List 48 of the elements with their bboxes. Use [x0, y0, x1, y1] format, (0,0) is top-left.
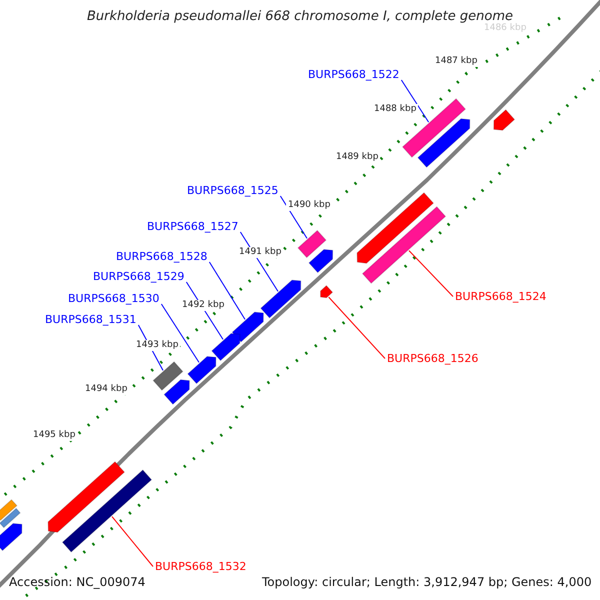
- tick-label: 1493 kbp: [134, 340, 180, 351]
- gene-label: BURPS668_1524: [455, 291, 546, 302]
- gene-label: BURPS668_1530: [68, 293, 160, 304]
- gene-bar: [308, 248, 334, 274]
- accession-label: Accession: NC_009074: [9, 576, 146, 588]
- gene-bar: [211, 332, 240, 362]
- gene-bar: [48, 461, 126, 533]
- gene-label: BURPS668_1529: [93, 271, 184, 282]
- gene-bar: [493, 109, 516, 131]
- tick-label: 1487 kbp: [433, 56, 480, 67]
- gene-label: BURPS668_1532: [155, 561, 246, 572]
- genome-info: Topology: circular; Length: 3,912,947 bp; Genes: 4,000: [262, 576, 592, 588]
- gene-label: BURPS668_1531: [45, 314, 136, 325]
- gene-label: BURPS668_1522: [308, 69, 400, 80]
- gene-bar: [0, 522, 22, 552]
- tick-label: 1491 kbp: [237, 247, 284, 258]
- title: Burkholderia pseudomallei 668 chromosome I, complete genome: [86, 10, 514, 23]
- gene-bar: [152, 361, 184, 391]
- gene-bar: [232, 312, 264, 343]
- tick-label: 1492 kbp: [180, 300, 226, 311]
- tick-label: 1495 kbp: [31, 430, 78, 441]
- gene-bar: [402, 98, 466, 158]
- leader-line: [400, 80, 430, 123]
- tick-label: 1489 kbp: [334, 152, 380, 163]
- gene-label: BURPS668_1526: [387, 353, 478, 364]
- gene-bar: [187, 356, 216, 384]
- leader-line: [280, 196, 308, 239]
- tick-label: 1490 kbp: [286, 200, 332, 211]
- gene-bar: [417, 118, 470, 168]
- gene-bar: [297, 230, 327, 258]
- gene-bar: [164, 379, 190, 405]
- leader-line: [408, 250, 454, 297]
- leader-line: [112, 516, 154, 567]
- gene-bar: [0, 508, 21, 528]
- leader-line: [160, 304, 200, 363]
- gene-bar: [320, 284, 334, 298]
- gene-bar: [62, 469, 152, 553]
- tick-label: 1494 kbp: [83, 384, 130, 395]
- leader-line: [208, 262, 246, 320]
- gene-bar: [356, 192, 434, 264]
- leader-line: [328, 296, 386, 359]
- gene-bar: [362, 206, 446, 284]
- gene-label: BURPS668_1528: [116, 251, 208, 262]
- gene-label: BURPS668_1525: [187, 185, 278, 196]
- gene-bar: [0, 499, 18, 521]
- gene-bar: [260, 280, 302, 319]
- tick-label: 1488 kbp: [372, 104, 418, 115]
- gene-label: BURPS668_1527: [147, 221, 238, 232]
